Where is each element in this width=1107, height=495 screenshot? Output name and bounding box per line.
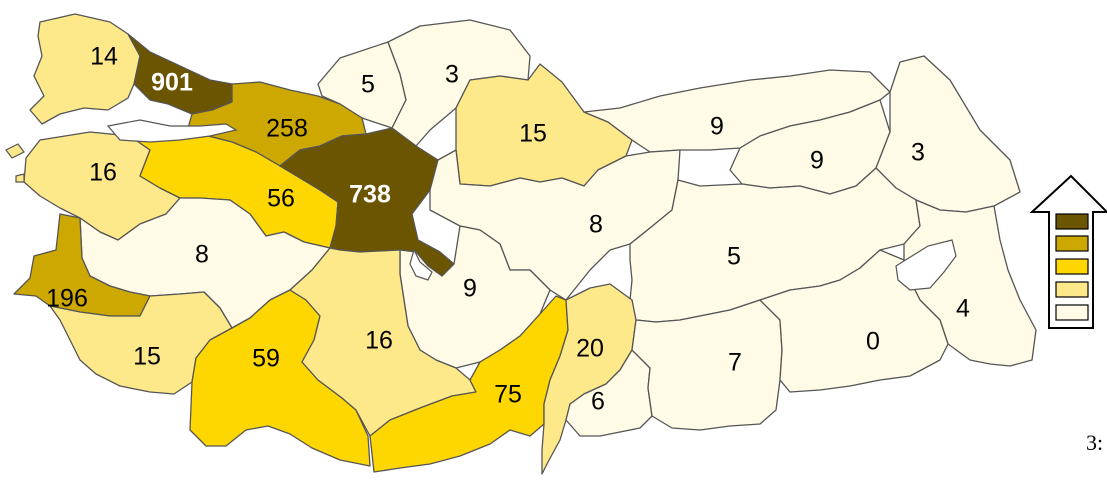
region-value-label: 6 xyxy=(591,388,605,416)
region-value-label: 9 xyxy=(710,113,724,141)
region-value-label: 738 xyxy=(349,181,391,209)
lake-van-shape xyxy=(895,239,957,291)
region-value-label: 258 xyxy=(266,115,308,143)
region-value-label: 5 xyxy=(361,71,375,99)
region-value-label: 9 xyxy=(810,147,824,175)
region-value-label: 196 xyxy=(46,285,88,313)
region-value-label: 15 xyxy=(133,343,161,371)
region-value-label: 0 xyxy=(866,328,880,356)
region-value-label: 14 xyxy=(90,43,118,71)
region-southeast-2[interactable] xyxy=(759,249,949,393)
region-value-label: 5 xyxy=(727,243,741,271)
island-bozcaada-shape xyxy=(15,173,25,183)
region-value-label: 20 xyxy=(576,335,604,363)
legend-swatch xyxy=(1055,304,1089,321)
region-value-label: 59 xyxy=(252,345,280,373)
region-value-label: 16 xyxy=(365,327,393,355)
region-value-label: 3 xyxy=(911,139,925,167)
region-value-label: 8 xyxy=(195,241,209,269)
region-value-label: 3 xyxy=(445,61,459,89)
region-value-label: 8 xyxy=(589,211,603,239)
region-value-label: 7 xyxy=(728,349,742,377)
page-number: 3: xyxy=(1086,430,1104,455)
region-value-label: 15 xyxy=(519,120,547,148)
region-value-label: 4 xyxy=(956,295,970,323)
lake-tuz-shape xyxy=(409,248,433,281)
region-value-label: 16 xyxy=(89,159,117,187)
legend-swatch xyxy=(1055,213,1089,230)
region-value-label: 9 xyxy=(463,275,477,303)
region-southeast-1[interactable] xyxy=(631,299,783,431)
island-gokceada-shape xyxy=(5,143,25,159)
legend xyxy=(1029,174,1107,329)
marmara-sea-shape xyxy=(106,119,238,143)
region-thrace-west[interactable] xyxy=(29,13,141,125)
region-value-label: 901 xyxy=(151,69,193,97)
legend-swatch xyxy=(1055,281,1089,298)
legend-swatch xyxy=(1055,258,1089,275)
region-value-label: 75 xyxy=(494,381,522,409)
legend-swatch xyxy=(1055,235,1089,252)
region-value-label: 56 xyxy=(267,185,295,213)
